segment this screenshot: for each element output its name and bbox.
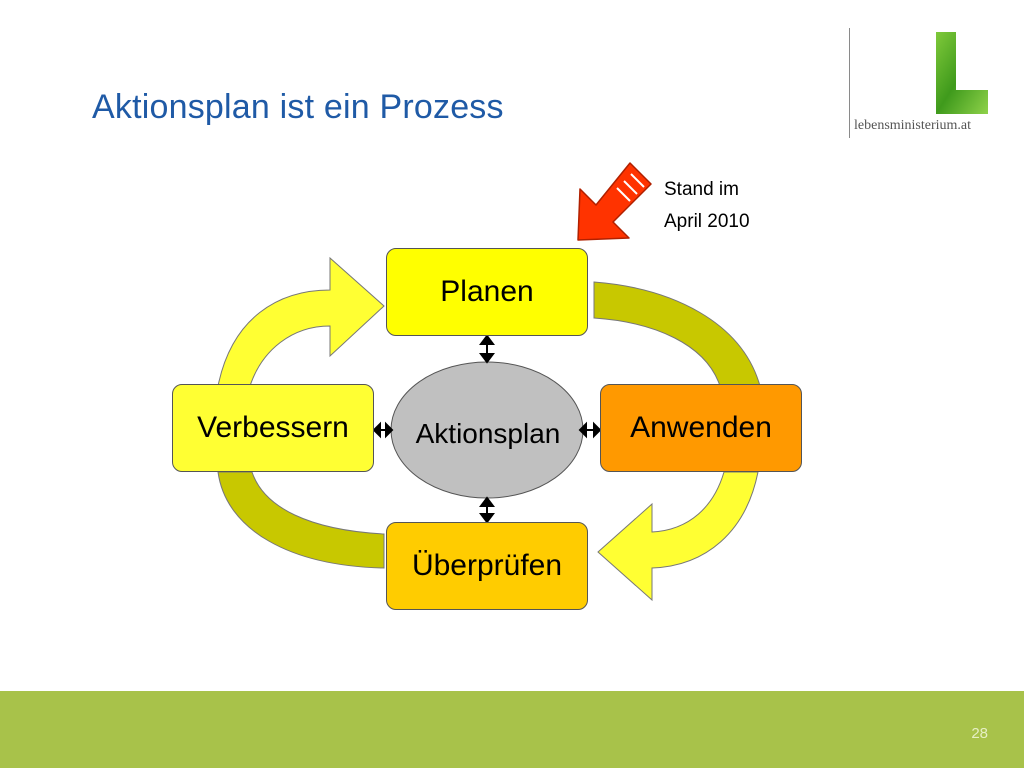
footer-bar xyxy=(0,691,1024,768)
status-pointer-arrow xyxy=(577,162,652,241)
step-ueberpruefen-label: Überprüfen xyxy=(411,549,563,582)
center-label: Aktionsplan xyxy=(415,418,561,449)
step-verbessern-label: Verbessern xyxy=(197,411,349,444)
logo: lebensministerium.at xyxy=(846,28,1006,148)
green-L-logo-icon xyxy=(936,32,988,114)
slide-title: Aktionsplan ist ein Prozess xyxy=(92,88,504,126)
arrow-anwenden-to-ueberpruefen xyxy=(597,471,759,602)
logo-text: lebensministerium.at xyxy=(854,118,972,133)
step-planen-label: Planen xyxy=(440,275,534,308)
connector-verbessern-center xyxy=(372,421,394,439)
arrow-ueberpruefen-to-verbessern xyxy=(217,471,385,569)
status-note-line2: April 2010 xyxy=(664,211,750,232)
step-planen: Planen xyxy=(386,248,588,336)
arrow-planen-to-anwenden xyxy=(593,281,761,387)
page-number: 28 xyxy=(971,725,988,742)
status-note: Stand im April 2010 xyxy=(664,174,750,238)
connector-planen-center xyxy=(479,334,495,364)
step-verbessern: Verbessern xyxy=(172,384,374,472)
connector-center-anwenden xyxy=(578,421,602,439)
connector-center-ueberpruefen xyxy=(479,496,495,524)
step-anwenden: Anwenden xyxy=(600,384,802,472)
status-note-line1: Stand im xyxy=(664,179,739,200)
arrow-verbessern-to-planen xyxy=(217,256,385,387)
logo-divider xyxy=(849,28,850,138)
step-ueberpruefen: Überprüfen xyxy=(386,522,588,610)
step-anwenden-label: Anwenden xyxy=(630,411,772,444)
